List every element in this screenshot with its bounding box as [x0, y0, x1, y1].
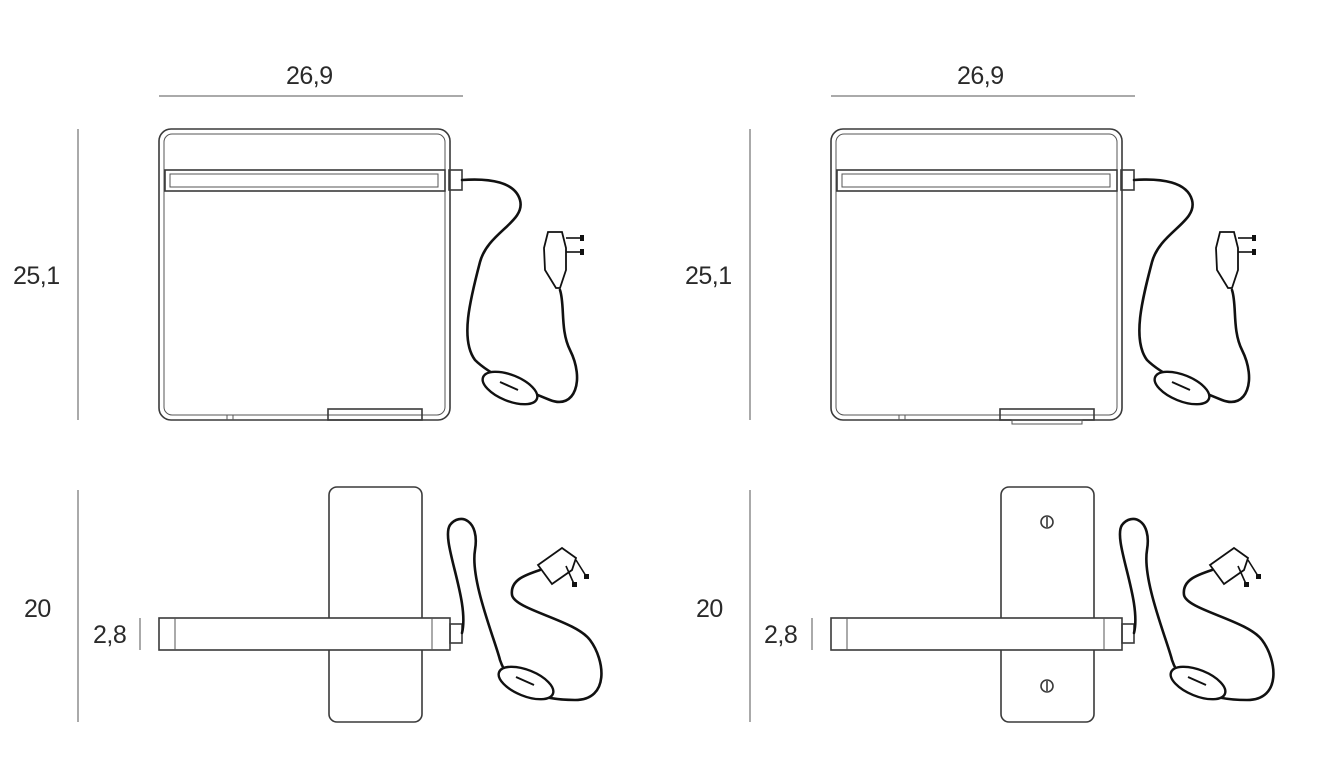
screw-icon	[1040, 679, 1054, 693]
left-variant-drawings	[77, 95, 603, 723]
width-dimension-label: 26,9	[957, 62, 1004, 90]
switch-knob	[448, 169, 463, 191]
dimmer-switch-slot	[499, 381, 519, 391]
depth-dimension-label: 20	[24, 595, 51, 623]
top-view	[158, 486, 603, 723]
height-dimension-label: 25,1	[13, 262, 60, 290]
arm-bar	[830, 617, 1123, 651]
wall-plate	[1000, 486, 1095, 723]
thickness-dimension-label: 2,8	[764, 621, 798, 649]
depth-dimension-label: 20	[696, 595, 723, 623]
switch-knob	[449, 623, 463, 644]
power-plug	[543, 231, 584, 289]
right-variant-drawings	[749, 95, 1275, 723]
dimmer-switch	[1153, 370, 1211, 406]
power-plug	[1215, 231, 1256, 289]
light-bar	[836, 169, 1118, 192]
base-plate-mount	[1011, 419, 1083, 425]
dimmer-switch	[481, 370, 539, 406]
screw-icon	[1040, 515, 1054, 529]
wall-plate	[328, 486, 423, 723]
base-plate	[327, 408, 423, 421]
width-dimension-label: 26,9	[286, 62, 333, 90]
top-view	[830, 486, 1275, 723]
front-frame-inner	[835, 133, 1118, 416]
front-frame-outer	[158, 128, 451, 421]
light-bar	[164, 169, 446, 192]
dimmer-switch-slot	[1171, 381, 1191, 391]
front-view	[158, 128, 584, 421]
front-view	[830, 128, 1256, 425]
power-plug	[536, 546, 589, 587]
arm-bar	[158, 617, 451, 651]
power-cord	[460, 178, 579, 404]
dimmer-switch-slot	[1187, 676, 1207, 686]
height-dimension-label: 25,1	[685, 262, 732, 290]
front-frame-outer	[830, 128, 1123, 421]
power-cord	[1132, 178, 1251, 404]
light-bar-diffuser	[841, 173, 1111, 188]
switch-knob	[1120, 169, 1135, 191]
dimmer-switch-slot	[515, 676, 535, 686]
dimmer-switch	[497, 665, 555, 701]
dimmer-switch	[1169, 665, 1227, 701]
thickness-dimension-label: 2,8	[93, 621, 127, 649]
switch-knob	[1121, 623, 1135, 644]
power-plug	[1208, 546, 1261, 587]
light-bar-diffuser	[169, 173, 439, 188]
front-frame-inner	[163, 133, 446, 416]
